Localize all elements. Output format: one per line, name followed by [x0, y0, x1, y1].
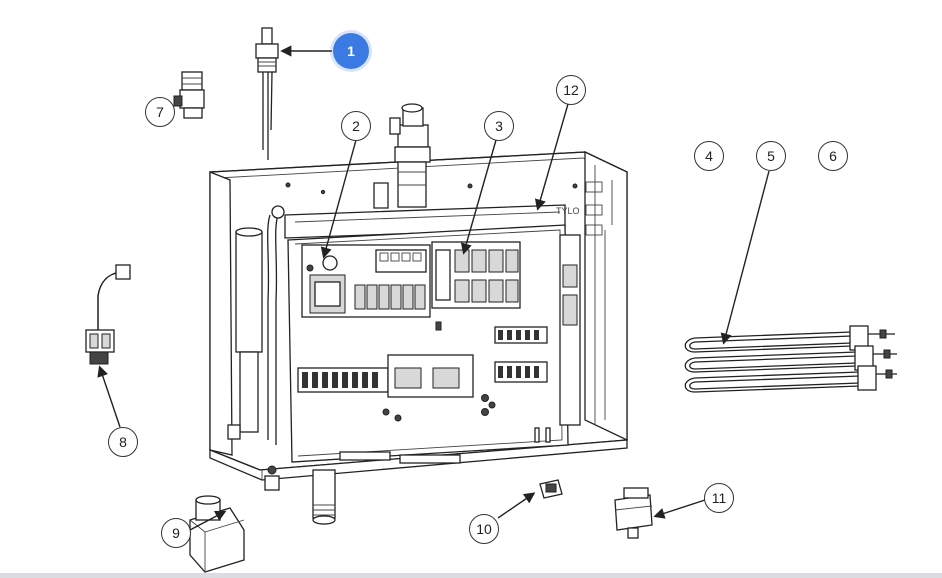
callout-11[interactable]: 11 — [704, 483, 734, 513]
callout-12[interactable]: 12 — [556, 75, 586, 105]
callout-5[interactable]: 5 — [756, 141, 786, 171]
svg-text:TYLO: TYLO — [556, 206, 580, 216]
pump-motor — [189, 495, 245, 573]
callout-10[interactable]: 10 — [469, 514, 499, 544]
callout-2[interactable]: 2 — [341, 111, 371, 141]
callout-9[interactable]: 9 — [161, 518, 191, 548]
callout-6[interactable]: 6 — [818, 141, 848, 171]
pressure-relief-valve — [173, 71, 205, 119]
control-board — [301, 244, 431, 318]
relay-board — [431, 241, 521, 331]
flexible-hose — [85, 264, 131, 365]
callout-4[interactable]: 4 — [694, 141, 724, 171]
callout-3[interactable]: 3 — [484, 111, 514, 141]
callout-7[interactable]: 7 — [145, 97, 175, 127]
temperature-sensor-probe — [255, 27, 279, 160]
callout-8[interactable]: 8 — [108, 427, 138, 457]
rocker-switch — [539, 479, 563, 499]
flow-switch — [614, 487, 653, 539]
heater-tank-cylinder — [227, 205, 285, 445]
callout-1[interactable]: 1 — [333, 33, 369, 69]
water-inlet-fitting — [389, 103, 431, 208]
heating-elements — [684, 325, 897, 393]
terminal-blocks — [297, 326, 551, 443]
drain-pipe — [264, 451, 461, 525]
bottom-edge-bar — [0, 573, 942, 578]
leader-lines — [97, 45, 770, 531]
